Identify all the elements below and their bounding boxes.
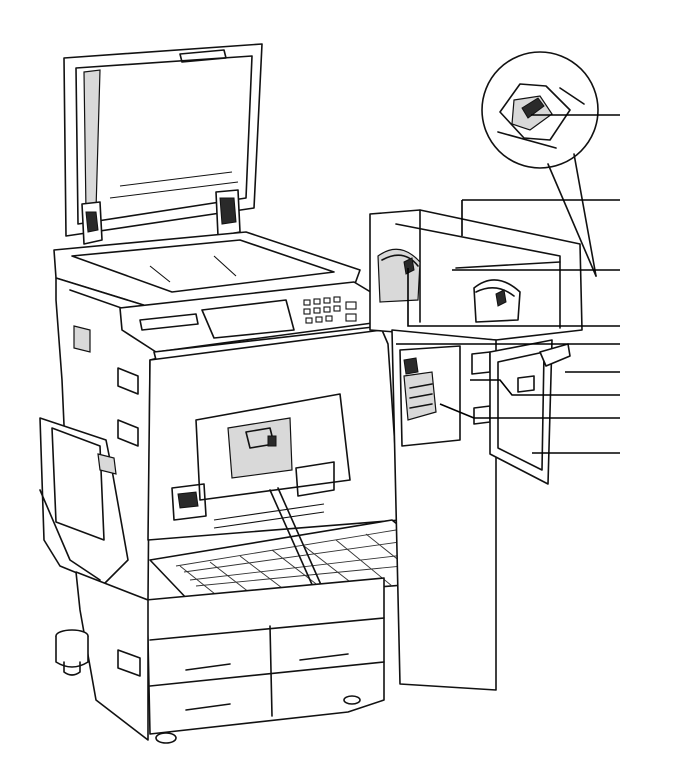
open-front-interior xyxy=(147,329,401,541)
front-door xyxy=(149,487,467,603)
paper-trays xyxy=(145,577,385,735)
keypad xyxy=(303,296,357,324)
finisher-unit xyxy=(369,209,583,691)
magnified-inset xyxy=(481,51,599,277)
callout-4 xyxy=(407,268,620,327)
callout-lines xyxy=(396,114,620,454)
door-handle xyxy=(539,343,571,367)
bypass-tray xyxy=(39,417,129,585)
document-cover xyxy=(63,43,263,237)
callout-8 xyxy=(439,403,620,419)
door-strap xyxy=(269,489,319,599)
touch-screen xyxy=(201,299,295,339)
finisher-front-door xyxy=(489,339,571,485)
callout-7 xyxy=(470,379,620,396)
base-and-casters xyxy=(55,571,361,744)
callout-2 xyxy=(461,199,620,236)
cover-hinges xyxy=(81,189,241,245)
